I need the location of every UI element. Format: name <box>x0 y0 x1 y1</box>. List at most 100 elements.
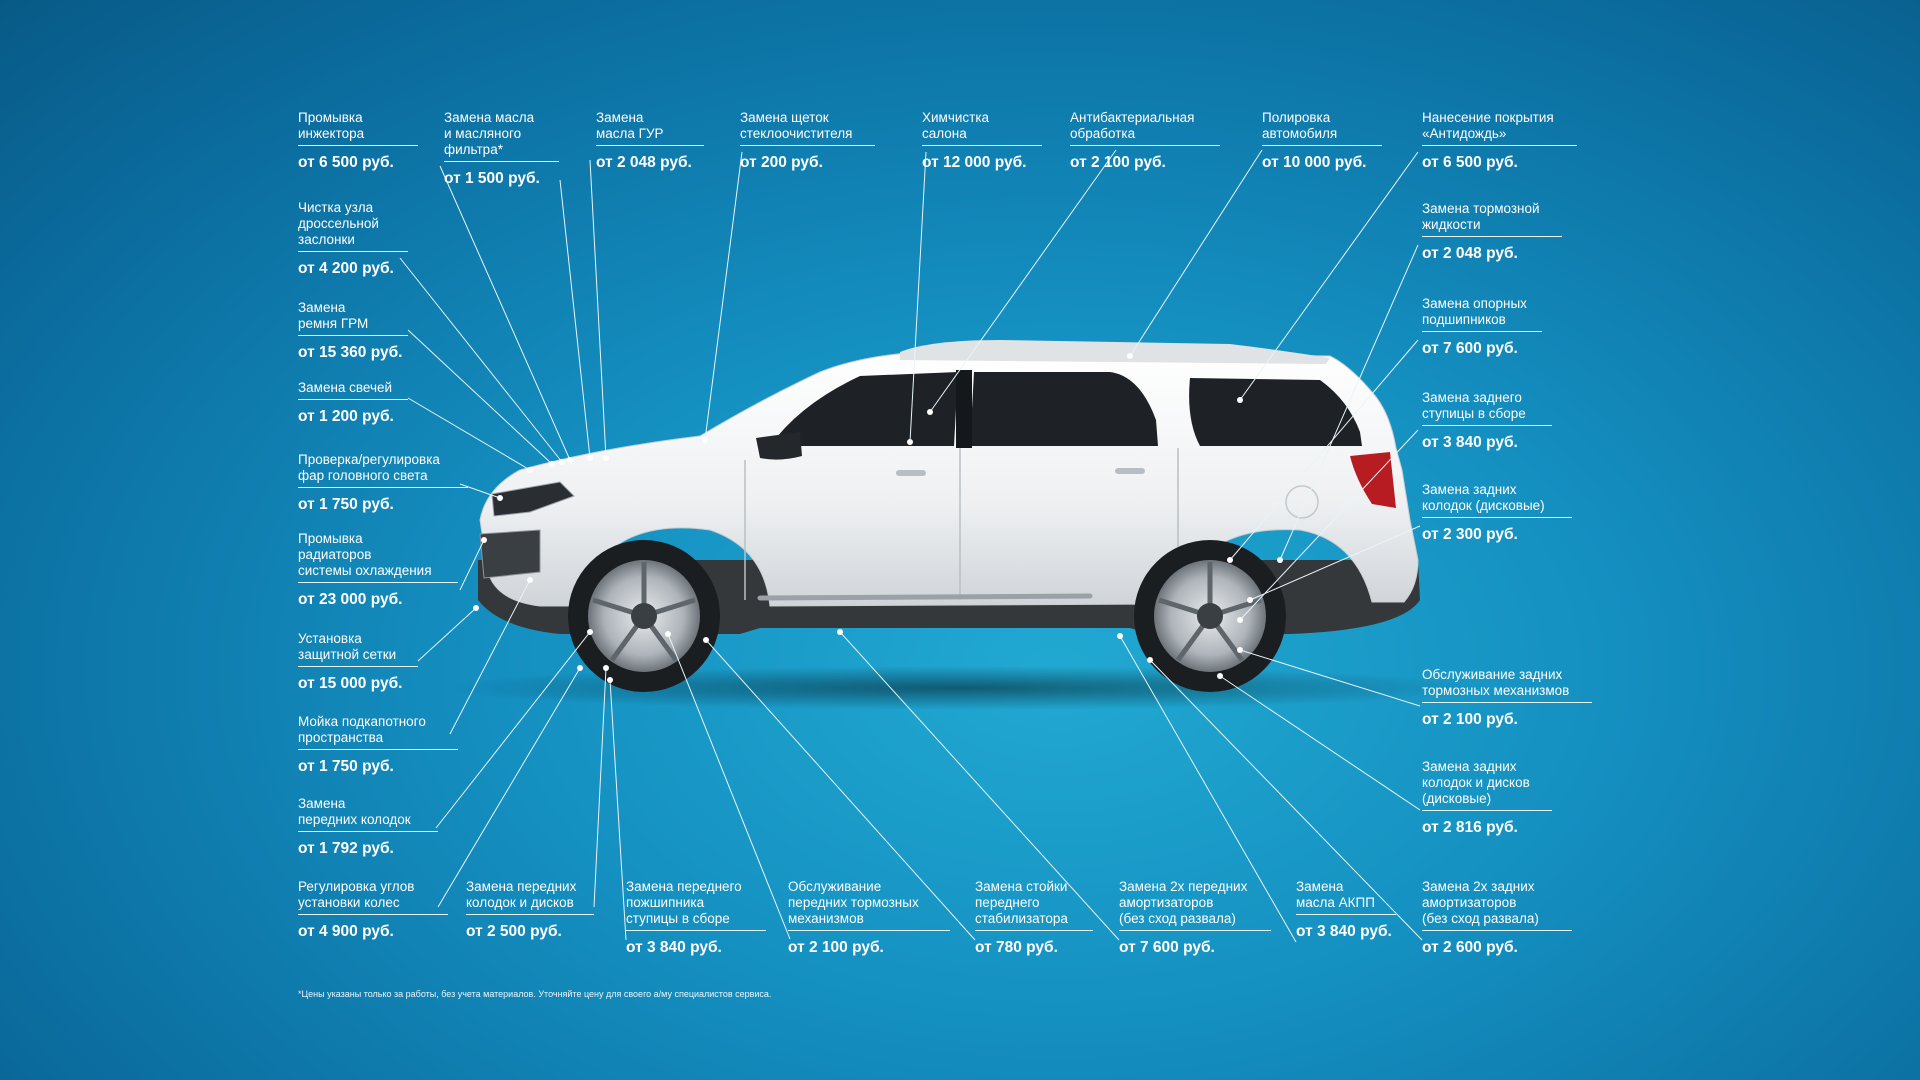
service-price: от 1 792 руб. <box>298 840 394 857</box>
service-name: Замена 2х передних амортизаторов (без сх… <box>1119 879 1248 926</box>
label-underline <box>1119 930 1271 931</box>
label-underline <box>298 831 438 832</box>
service-front-brake-service: Обслуживание передних тормозных механизм… <box>788 879 950 957</box>
service-oil-filter: Замена масла и масляного фильтра* от 1 50… <box>444 110 559 188</box>
service-rear-pads: Замена задних колодок (дисковые) от 2 300… <box>1422 482 1572 544</box>
label-underline <box>298 582 458 583</box>
service-name: Антибактериальная обработка <box>1070 110 1195 141</box>
service-price: от 2 100 руб. <box>1422 711 1518 728</box>
label-underline <box>1422 810 1552 811</box>
service-name: Замена опорных подшипников <box>1422 296 1527 327</box>
label-underline <box>1422 425 1552 426</box>
service-rear-brake-service: Обслуживание задних тормозных механизмов… <box>1422 667 1592 729</box>
service-spark-plugs: Замена свечей от 1 200 руб. <box>298 380 408 426</box>
label-underline <box>1296 914 1396 915</box>
service-name: Регулировка углов установки колес <box>298 879 415 910</box>
label-underline <box>1422 517 1572 518</box>
service-price: от 2 600 руб. <box>1422 939 1518 956</box>
b-pillar <box>956 370 972 448</box>
service-name: Замена задних колодок (дисковые) <box>1422 482 1545 513</box>
service-price: от 2 100 руб. <box>788 939 884 956</box>
service-rear-hub: Замена заднего ступицы в сборе от 3 840 р… <box>1422 390 1552 452</box>
service-name: Замена стойки переднего стабилизатора <box>975 879 1068 926</box>
service-name: Замена передних колодок <box>298 796 411 827</box>
label-underline <box>1422 331 1542 332</box>
service-name: Нанесение покрытия «Антидождь» <box>1422 110 1554 141</box>
service-injector: Промывка инжектора от 6 500 руб. <box>298 110 418 172</box>
service-support-bearings: Замена опорных подшипников от 7 600 руб. <box>1422 296 1542 358</box>
service-name: Промывка инжектора <box>298 110 365 141</box>
service-name: Замена тормозной жидкости <box>1422 201 1540 232</box>
service-name: Замена передних колодок и дисков <box>466 879 577 910</box>
rear-wheel <box>1134 540 1286 692</box>
service-wheel-alignment: Регулировка углов установки колес от 4 90… <box>298 879 448 941</box>
service-name: Замена щеток стеклоочистителя <box>740 110 853 141</box>
service-price: от 7 600 руб. <box>1422 340 1518 357</box>
service-price: от 15 000 руб. <box>298 675 403 692</box>
side-trim <box>757 593 1093 601</box>
service-name: Чистка узла дроссельной заслонки <box>298 200 379 247</box>
service-name: Замена свечей <box>298 380 393 395</box>
service-front-pads: Замена передних колодок от 1 792 руб. <box>298 796 438 858</box>
service-name: Замена ремня ГРМ <box>298 300 369 331</box>
label-underline <box>298 487 468 488</box>
roof-rail <box>900 340 1330 364</box>
service-price: от 12 000 руб. <box>922 154 1027 171</box>
service-price: от 3 840 руб. <box>626 939 722 956</box>
service-price: от 1 500 руб. <box>444 170 540 187</box>
label-underline <box>626 930 766 931</box>
service-name: Замена задних колодок и дисков (дисковые… <box>1422 759 1530 806</box>
service-front-shocks: Замена 2х передних амортизаторов (без сх… <box>1119 879 1271 957</box>
service-name: Промывка радиаторов системы охлаждения <box>298 531 432 578</box>
service-name: Полировка автомобиля <box>1262 110 1338 141</box>
service-name: Замена масла и масляного фильтра* <box>444 110 535 157</box>
service-throttle: Чистка узла дроссельной заслонки от 4 200… <box>298 200 408 278</box>
label-underline <box>298 251 408 252</box>
service-name: Обслуживание передних тормозных механизм… <box>788 879 919 926</box>
service-name: Обслуживание задних тормозных механизмов <box>1422 667 1570 698</box>
label-underline <box>298 914 448 915</box>
service-price: от 3 840 руб. <box>1422 434 1518 451</box>
service-price: от 1 200 руб. <box>298 408 394 425</box>
service-price: от 7 600 руб. <box>1119 939 1215 956</box>
service-price: от 200 руб. <box>740 154 823 171</box>
service-rear-shocks: Замена 2х задних амортизаторов (без сход… <box>1422 879 1572 957</box>
service-price: от 4 200 руб. <box>298 260 394 277</box>
service-name: Замена заднего ступицы в сборе <box>1422 390 1526 421</box>
service-price: от 2 048 руб. <box>1422 245 1518 262</box>
service-price: от 6 500 руб. <box>298 154 394 171</box>
service-name: Химчистка салона <box>922 110 990 141</box>
label-underline <box>1262 145 1382 146</box>
service-price: от 2 816 руб. <box>1422 819 1518 836</box>
front-wheel <box>568 540 720 692</box>
service-name: Замена масла АКПП <box>1296 879 1375 910</box>
footnote: *Цены указаны только за работы, без учет… <box>298 989 772 999</box>
label-underline <box>788 930 950 931</box>
service-name: Замена масла ГУР <box>596 110 664 141</box>
rear-door-window <box>970 372 1158 446</box>
service-headlights: Проверка/регулировка фар головного света… <box>298 452 468 514</box>
service-name: Установка защитной сетки <box>298 631 397 662</box>
service-radiators: Промывка радиаторов системы охлаждения от… <box>298 531 458 609</box>
service-price: от 4 900 руб. <box>298 923 394 940</box>
service-price: от 2 300 руб. <box>1422 526 1518 543</box>
label-underline <box>975 930 1093 931</box>
label-underline <box>1422 930 1572 931</box>
label-underline <box>922 145 1042 146</box>
label-underline <box>1422 145 1577 146</box>
service-dry-clean: Химчистка салона от 12 000 руб. <box>922 110 1042 172</box>
service-name: Проверка/регулировка фар головного света <box>298 452 440 483</box>
service-name: Мойка подкапотного пространства <box>298 714 426 745</box>
label-underline <box>1070 145 1220 146</box>
service-price: от 6 500 руб. <box>1422 154 1518 171</box>
label-underline <box>444 161 559 162</box>
service-price: от 23 000 руб. <box>298 591 403 608</box>
label-underline <box>298 399 408 400</box>
